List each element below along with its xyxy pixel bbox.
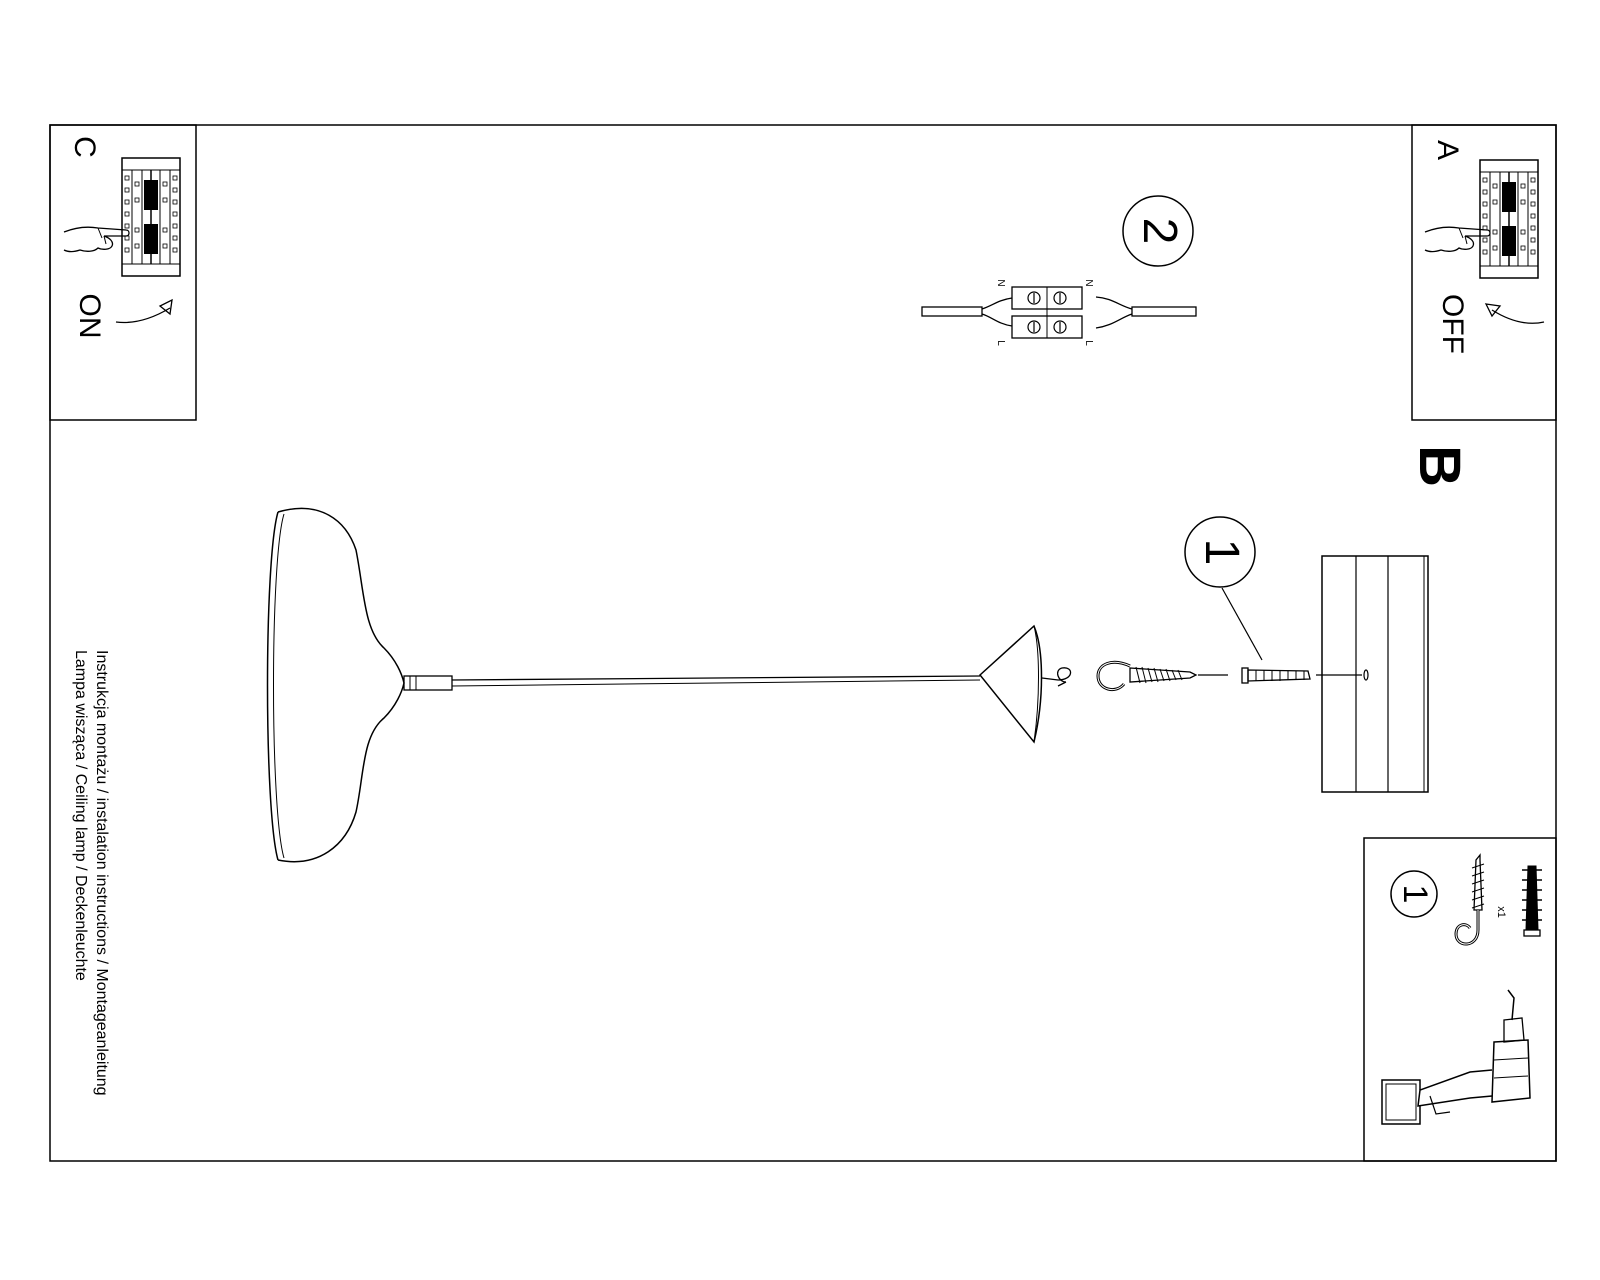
step-1-badge	[1184, 516, 1256, 588]
panel-c-label: ON	[73, 294, 106, 339]
step-2-number: 2	[1133, 218, 1186, 245]
arrow-head-icon	[158, 298, 173, 316]
cable-collar	[403, 675, 453, 691]
right-cable	[1131, 306, 1197, 317]
parts-step-badge	[1390, 870, 1438, 918]
arrow-icon	[115, 307, 171, 324]
parts-box: 1 x1	[1363, 837, 1557, 1162]
ceiling-canopy	[978, 624, 1043, 744]
caption-line-2: Lampa wisząca / Ceiling lamp / Deckenleu…	[72, 650, 89, 981]
lamp-shade	[277, 507, 405, 863]
wall-plug	[1198, 667, 1362, 684]
step-2-wiring: 2 N N L L	[921, 195, 1197, 346]
breaker-panel-icon	[1479, 159, 1539, 279]
left-cable	[921, 306, 983, 317]
panel-c-power-on: C ON	[49, 124, 197, 421]
hook-screw-part-icon	[1454, 853, 1485, 946]
panel-a-box	[1411, 124, 1557, 421]
panel-c-box	[49, 124, 197, 421]
hook-screw	[1096, 660, 1198, 692]
parts-quantity: x1	[1495, 906, 1507, 918]
panel-b-letter: B	[1407, 445, 1472, 487]
arrow-icon	[1491, 309, 1545, 324]
parts-step-number: 1	[1396, 885, 1434, 904]
pendant-lamp	[266, 507, 1072, 863]
breaker-panel-icon	[121, 157, 181, 277]
panel-c-letter: C	[68, 136, 101, 158]
live-label-left: L	[995, 340, 1006, 346]
canopy-hook	[1041, 667, 1072, 687]
wall-plug-part-icon	[1522, 865, 1542, 937]
step-1-mounting: 1	[1184, 516, 1263, 661]
live-label-right: L	[1083, 340, 1094, 346]
neutral-label-right: N	[1083, 279, 1094, 286]
hand-icon	[63, 226, 130, 253]
suspension-cable	[451, 675, 981, 681]
ceiling-slab	[1321, 555, 1429, 793]
parts-box-frame	[1363, 837, 1557, 1162]
step-2-badge	[1122, 195, 1194, 267]
step-1-number: 1	[1195, 539, 1248, 566]
panel-a-letter: A	[1431, 140, 1464, 160]
panel-a-power-off: A OFF	[1411, 124, 1557, 421]
caption-line-1: Instrukcja montażu / instalation instruc…	[93, 650, 110, 1096]
neutral-label-left: N	[995, 279, 1006, 286]
arrow-head-icon	[1484, 303, 1502, 318]
leader-line	[1221, 587, 1263, 661]
main-frame	[49, 124, 1557, 1162]
panel-a-label: OFF	[1436, 294, 1469, 354]
ceiling	[1321, 555, 1429, 793]
drill-hole	[1363, 669, 1369, 681]
caption: Instrukcja montażu / instalation instruc…	[72, 650, 110, 1096]
drill-icon	[1381, 989, 1531, 1125]
